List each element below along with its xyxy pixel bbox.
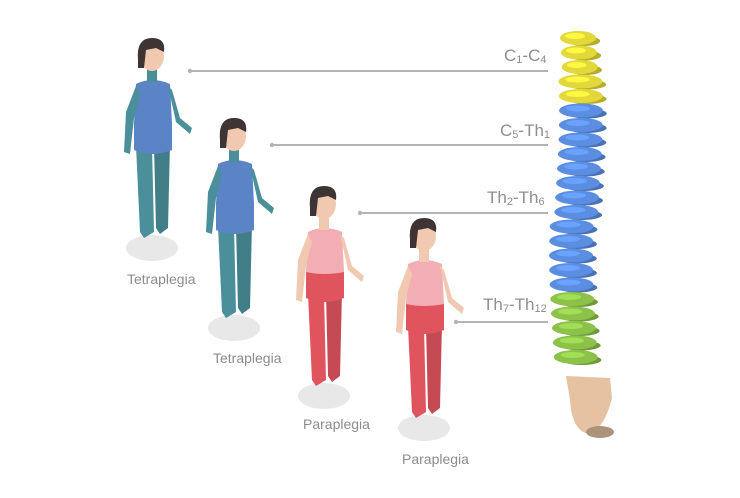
spine bbox=[549, 31, 614, 438]
vertebra-highlight bbox=[556, 279, 581, 286]
sacrum-shadow bbox=[586, 426, 614, 438]
vertebra-highlight bbox=[561, 207, 586, 213]
figure-tetraplegia-2 bbox=[206, 118, 274, 341]
hair bbox=[219, 118, 247, 148]
level-lines bbox=[187, 68, 548, 325]
vertebra-highlight bbox=[557, 294, 582, 300]
left-leg bbox=[408, 326, 426, 418]
floor-shadow bbox=[398, 415, 450, 441]
left-leg bbox=[218, 226, 236, 318]
level-line-c5-th1-dot bbox=[269, 142, 275, 148]
vertebra-highlight bbox=[565, 120, 590, 126]
left-leg bbox=[308, 294, 326, 386]
figure-caption-1: Tetraplegia bbox=[127, 271, 196, 287]
hair bbox=[137, 38, 165, 68]
vertebra-highlight bbox=[560, 352, 585, 358]
left-arm bbox=[206, 166, 222, 234]
level-line-th2-th6-dot bbox=[357, 210, 363, 216]
left-arm bbox=[124, 86, 140, 154]
vertebra-highlight bbox=[558, 323, 584, 329]
vertebra-highlight bbox=[563, 163, 589, 170]
figure-caption-2: Tetraplegia bbox=[213, 350, 282, 366]
neck bbox=[147, 66, 157, 82]
torso bbox=[306, 228, 344, 274]
vertebra-highlight bbox=[566, 47, 586, 54]
vertebra-highlight bbox=[556, 236, 581, 242]
level-label-th2-th6: Th2-Th6 bbox=[487, 188, 545, 208]
hips bbox=[306, 268, 344, 302]
right-leg bbox=[426, 324, 442, 414]
figure-caption-3: Paraplegia bbox=[303, 416, 370, 432]
vertebra-highlight bbox=[555, 250, 581, 257]
right-arm bbox=[168, 86, 192, 134]
right-leg bbox=[236, 224, 252, 314]
level-line-th7-th12-dot bbox=[453, 319, 459, 325]
hips bbox=[216, 200, 254, 234]
vertebra-highlight bbox=[556, 265, 581, 271]
sacrum bbox=[566, 376, 612, 434]
vertebra-highlight bbox=[565, 33, 585, 39]
floor-shadow bbox=[208, 315, 260, 341]
torso bbox=[406, 260, 444, 306]
torso bbox=[134, 80, 172, 126]
hair bbox=[309, 186, 337, 216]
vertebra-highlight bbox=[565, 76, 590, 83]
vertebra-highlight bbox=[557, 308, 583, 315]
right-arm bbox=[340, 234, 364, 282]
right-leg bbox=[154, 144, 170, 234]
level-label-c5-th1: C5-Th1 bbox=[500, 121, 551, 141]
figure-paraplegia-1 bbox=[296, 186, 364, 409]
vertebra-highlight bbox=[564, 149, 589, 155]
vertebra-highlight bbox=[566, 62, 587, 68]
right-leg bbox=[326, 292, 342, 382]
left-leg bbox=[136, 146, 154, 238]
vertebra-highlight bbox=[565, 105, 591, 112]
vertebra-highlight bbox=[562, 178, 588, 184]
neck bbox=[419, 246, 429, 262]
figures bbox=[124, 38, 464, 441]
level-line-c1-c4-dot bbox=[187, 68, 193, 74]
neck bbox=[319, 214, 329, 230]
vertebra-highlight bbox=[556, 221, 581, 228]
left-arm bbox=[296, 234, 312, 302]
figure-tetraplegia-1 bbox=[124, 38, 192, 261]
right-arm bbox=[440, 266, 464, 314]
vertebra-highlight bbox=[565, 134, 590, 141]
figure-paraplegia-2 bbox=[396, 218, 464, 441]
right-arm bbox=[250, 166, 274, 214]
figure-caption-4: Paraplegia bbox=[402, 451, 469, 467]
torso bbox=[216, 160, 254, 206]
vertebra-highlight bbox=[565, 91, 590, 97]
level-label-c1-c4: C1-C4 bbox=[504, 46, 547, 66]
hips bbox=[406, 300, 444, 334]
hair bbox=[409, 218, 437, 248]
hips bbox=[134, 120, 172, 154]
floor-shadow bbox=[126, 235, 178, 261]
vertebra-highlight bbox=[562, 192, 587, 199]
floor-shadow bbox=[298, 383, 350, 409]
level-label-th7-th12: Th7-Th12 bbox=[483, 295, 547, 315]
neck bbox=[229, 146, 239, 162]
left-arm bbox=[396, 266, 412, 334]
vertebra-highlight bbox=[559, 337, 584, 344]
